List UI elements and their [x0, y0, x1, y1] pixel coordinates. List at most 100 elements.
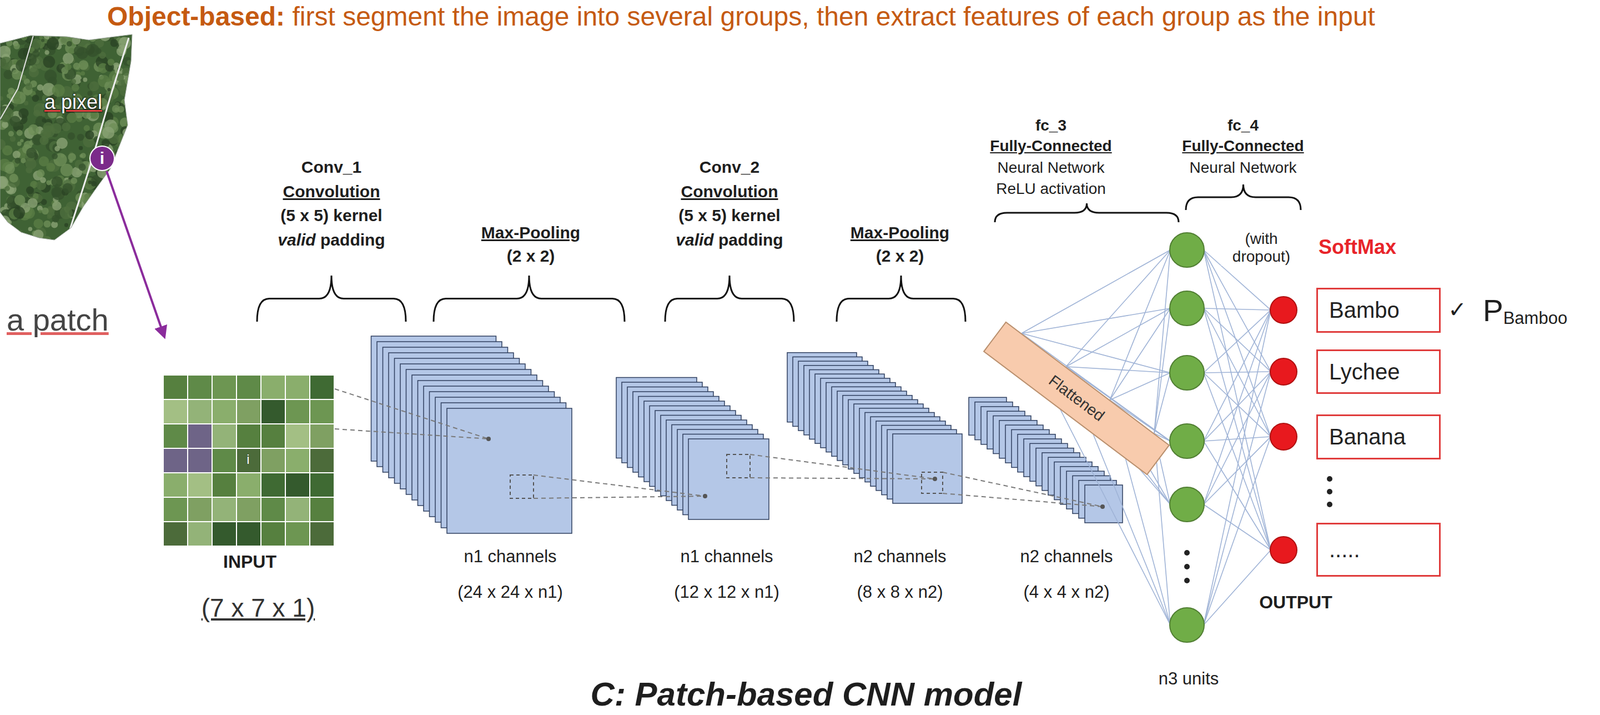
label-row: SoftMax [1316, 235, 1398, 259]
map-texture [124, 75, 135, 86]
dense-connection [1203, 440, 1271, 550]
patch-pixel [163, 374, 188, 400]
label-text: Conv_2 [699, 157, 760, 176]
dense-connection [1203, 308, 1271, 437]
map-texture [62, 182, 73, 193]
map-texture [80, 71, 85, 76]
patch-pixel [212, 521, 237, 546]
node-text: Banana [1329, 424, 1406, 450]
map-texture [56, 137, 68, 149]
map-texture [82, 217, 93, 228]
map-texture [3, 69, 13, 80]
map-texture [82, 193, 96, 206]
receptive-field-line [942, 471, 1103, 507]
map-texture [69, 158, 73, 163]
hidden-unit [1169, 355, 1205, 390]
dense-connection [1203, 372, 1271, 550]
map-texture [2, 229, 13, 241]
map-ground [0, 34, 133, 240]
label-row: a pixel [44, 90, 103, 114]
map-texture [113, 227, 121, 235]
map-texture [115, 151, 129, 164]
receptive-field-points [486, 436, 1105, 509]
map-texture [43, 220, 52, 228]
map-texture [51, 153, 58, 160]
map-texture [0, 45, 11, 59]
map-texture [37, 84, 44, 91]
map-texture [122, 229, 127, 234]
patch-pixel [163, 399, 188, 424]
dense-connection [1203, 309, 1271, 625]
map-texture [33, 218, 44, 229]
map-texture [125, 157, 133, 165]
patch-pixel [236, 496, 261, 522]
map-texture [7, 87, 15, 95]
map-texture [124, 148, 129, 154]
label-row: (7 x 7 x 1) [199, 592, 318, 623]
patch-pixel [212, 472, 237, 497]
label-text: padding [718, 230, 784, 249]
label-row: fc_3 [1033, 116, 1069, 135]
label-text: Neural Network [1189, 158, 1297, 176]
ellipsis-dot [1184, 549, 1190, 556]
ellipsis-dot [1326, 501, 1333, 507]
label-row: a patch [4, 302, 111, 338]
patch-pixel [212, 374, 237, 400]
label-row: Fully-Connected [988, 137, 1114, 155]
ellipsis-dot [1184, 563, 1190, 570]
patch-pixel [236, 374, 261, 400]
map-outline [0, 34, 133, 240]
map-texture [86, 35, 91, 40]
layer-brace [994, 203, 1179, 223]
map-texture [112, 163, 121, 172]
figure-caption: C: Patch-based CNN model [590, 675, 1023, 713]
receptive-field-line [533, 474, 706, 496]
map-texture [16, 129, 23, 137]
output-unit [1270, 296, 1297, 324]
label-row: (5 x 5) kernel [278, 205, 384, 226]
label-row: n3 units [1156, 668, 1221, 689]
patch-pixel [236, 448, 261, 473]
map-texture [51, 187, 62, 198]
map-texture [32, 94, 40, 103]
map-texture [108, 196, 115, 203]
feature-map-sheet [892, 433, 963, 503]
map-texture [28, 226, 33, 231]
map-texture [102, 126, 115, 139]
patch-pixel [187, 374, 213, 400]
layer-braces [257, 184, 1301, 322]
map-texture [51, 214, 60, 223]
map-texture [19, 138, 24, 143]
dense-connection [1203, 308, 1271, 310]
patch-pixel [309, 521, 335, 546]
patch-pixel [212, 399, 237, 424]
patch-pixel [309, 472, 335, 497]
map-texture [9, 173, 19, 183]
label-text: SoftMax [1318, 235, 1397, 259]
dense-connection [1203, 371, 1271, 625]
map-texture [94, 199, 103, 207]
map-texture [61, 122, 71, 132]
label-text: n2 channels [853, 546, 947, 566]
label-text: n1 channels [680, 546, 773, 566]
map-texture [72, 225, 82, 236]
map-texture [125, 148, 138, 161]
patch-pixel [260, 374, 286, 400]
map-texture [26, 185, 34, 194]
label-row: Fully-Connected [1180, 137, 1306, 155]
label-text: first segment the image into several gro… [292, 1, 1376, 32]
map-texture [71, 228, 78, 235]
map-texture [9, 116, 21, 128]
label-text: Convolution [283, 182, 381, 201]
map-texture [26, 147, 37, 159]
map-texture [119, 141, 132, 154]
dense-connection [1065, 308, 1171, 367]
class-box: Lychee [1316, 349, 1441, 394]
receptive-field-box [510, 474, 534, 498]
dense-connection [1203, 371, 1271, 373]
patch-pixel [260, 423, 286, 449]
receptive-field-point [1100, 504, 1105, 509]
map-texture [106, 78, 111, 83]
map-texture [78, 146, 84, 151]
label-row: Convolution [281, 182, 382, 202]
